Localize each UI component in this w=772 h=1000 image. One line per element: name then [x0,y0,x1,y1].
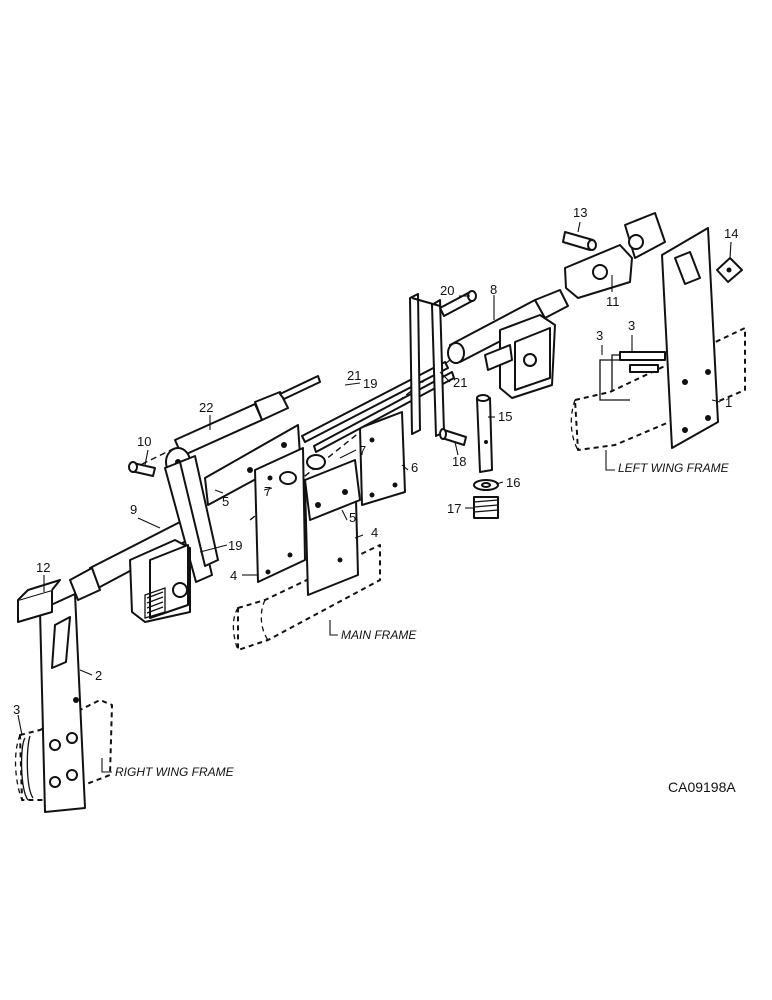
callout-19-left: 19 [228,538,242,553]
pivot-bracket-right [129,539,191,623]
pivot-bracket-left [484,314,556,399]
pin-20 [439,290,477,317]
callout-3-left-b: 3 [628,318,635,333]
plate-4-left [254,447,306,583]
callout-17: 17 [447,501,461,516]
callout-13: 13 [573,205,587,220]
callout-6: 6 [411,460,418,475]
callout-21-upper: 21 [347,368,361,383]
callout-4-right: 4 [371,525,378,540]
hitch-bracket-11 [534,244,633,319]
tube-13 [562,212,666,259]
callout-12: 12 [36,560,50,575]
callout-22: 22 [199,400,213,415]
callout-7-upper: 7 [359,443,366,458]
main-frame-leader [329,620,338,636]
plate-5-lower [304,459,361,521]
left-wing-frame-tube [570,327,746,451]
callout-16: 16 [506,475,520,490]
left-wing-frame-label: LEFT WING FRAME [618,461,730,475]
leader-lines [17,221,732,736]
plate-6 [359,411,406,506]
callout-10: 10 [137,434,151,449]
end-plate-2 [17,579,86,813]
spacer-7-upper [306,454,326,470]
callout-4-left: 4 [230,568,237,583]
callout-3-right: 3 [13,702,20,717]
left-frame-leader [605,450,615,471]
u-bolt-3-left [599,351,666,401]
callout-21-lower: 21 [453,375,467,390]
callout-18: 18 [452,454,466,469]
spring-17 [473,496,499,519]
pin-10 [128,461,156,477]
shaft-15 [476,394,493,473]
spacer-7-lower [279,471,297,485]
callout-3-left-a: 3 [596,328,603,343]
callout-9: 9 [130,502,137,517]
bracket-14 [716,257,743,283]
washer-16 [473,479,499,491]
main-frame-label: MAIN FRAME [341,628,417,642]
callout-14: 14 [724,226,738,241]
callout-20: 20 [440,283,454,298]
right-wing-frame-label: RIGHT WING FRAME [115,765,235,779]
upright-bars-19 [409,293,445,437]
callout-7-lower: 7 [264,484,271,499]
callout-2: 2 [95,668,102,683]
pin-18 [439,428,467,446]
callout-11: 11 [606,294,620,309]
callout-1: 1 [725,395,732,410]
callout-15: 15 [498,409,512,424]
callout-5-right: 5 [349,510,356,525]
end-plate-1 [661,227,719,449]
callout-19-center: 19 [363,376,377,391]
callout-5-left: 5 [222,494,229,509]
callout-8: 8 [490,282,497,297]
drawing-code: CA09198A [668,779,736,795]
right-frame-leader [101,758,112,773]
